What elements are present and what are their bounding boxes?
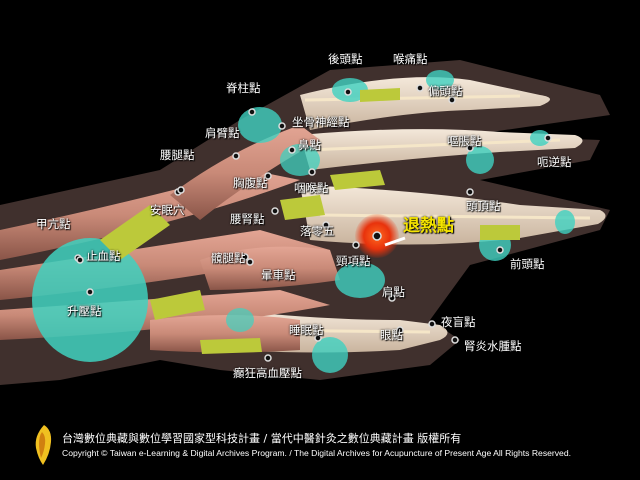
acupoint-label-houtong: 喉痛點 <box>393 52 428 66</box>
tendons <box>100 88 520 354</box>
acupoint-label-qiantou: 前頭點 <box>510 257 545 271</box>
acupoint-label-yan: 眼點 <box>380 328 403 342</box>
footer-copyright-cn: 台灣數位典藏與數位學習國家型科技計畫 / 當代中醫針灸之數位典藏計畫 版權所有 <box>62 432 462 445</box>
acupoint-marker-anxi <box>177 186 185 194</box>
acupoint-label-jiaxian: 甲亢點 <box>36 217 71 231</box>
acupoint-marker-dian <box>264 354 272 362</box>
acupoint-label-oushang: 嘔脹點 <box>447 134 482 148</box>
acupoint-label-shenyan: 腎炎水腫點 <box>464 339 522 353</box>
acupoint-label-eni: 呃逆點 <box>537 155 572 169</box>
acupoint-label-luozhen: 落零五 <box>300 224 335 238</box>
acupoint-marker-luozhen <box>322 221 330 229</box>
acupoint-marker-eni <box>544 134 552 142</box>
acupoint-marker-yemang <box>428 320 436 328</box>
acupoint-label-tuire: 退熱點 <box>403 216 454 236</box>
acupoint-label-jianbi: 肩臂點 <box>205 126 240 140</box>
acupoint-marker-bi <box>288 146 296 154</box>
acupoint-marker-shenyan <box>451 336 459 344</box>
acupoint-label-bi: 鼻點 <box>298 138 321 152</box>
acupoint-label-xuetui: 髖腿點 <box>211 251 246 265</box>
acupoint-label-yunche: 暈車點 <box>261 268 296 282</box>
acupoint-marker-yaoshen <box>271 207 279 215</box>
taiwan-logo-icon <box>35 425 52 465</box>
acupoint-label-yemang: 夜盲點 <box>441 315 476 329</box>
acupoint-marker-jianbi <box>232 152 240 160</box>
acupoint-label-piantou: 偏頭點 <box>428 84 463 98</box>
acupoint-label-zhixue: 止血點 <box>86 249 121 263</box>
acupoint-label-jizhu: 脊柱點 <box>226 81 261 95</box>
acupoint-marker-jingxiang <box>352 241 360 249</box>
acupoint-marker-yunche <box>246 258 254 266</box>
acupoint-marker-tuire <box>372 231 382 241</box>
acupoint-marker-zuogu <box>278 122 286 130</box>
acupoint-marker-oushang <box>466 144 474 152</box>
acupoint-marker-houtou <box>344 88 352 96</box>
acupoint-marker-touding <box>466 188 474 196</box>
acupoint-marker-xiongfu <box>264 172 272 180</box>
acupoint-label-xiongfu: 胸腹點 <box>233 176 268 190</box>
acupoint-label-zuogu: 坐骨神經點 <box>292 115 350 129</box>
acupoint-marker-yanhou <box>308 168 316 176</box>
acupoint-marker-xuetui <box>241 253 249 261</box>
acupoint-marker-jian <box>388 294 396 302</box>
footer-copyright-en: Copyright © Taiwan e-Learning & Digital … <box>62 448 571 458</box>
acupoint-label-yaotui: 腰腿點 <box>160 148 195 162</box>
acupoint-label-dian: 癲狂高血壓點 <box>233 366 302 380</box>
acupoint-marker-piantou <box>448 96 456 104</box>
acupoint-label-jian: 肩點 <box>382 285 405 299</box>
acupoint-marker-jizhu <box>248 108 256 116</box>
acupoint-marker-houtong <box>416 84 424 92</box>
acupoint-label-shengya: 升壓點 <box>67 304 102 318</box>
acupoint-marker-shuimian <box>314 334 322 342</box>
acupoint-label-houtou: 後頭點 <box>328 52 363 66</box>
acupoint-label-shuimian: 睡眠點 <box>289 323 324 337</box>
acupoint-marker-qiantou <box>496 246 504 254</box>
acupoint-label-touding: 頭頂點 <box>466 199 501 213</box>
acupoint-marker-yan <box>396 326 404 334</box>
acupoint-marker-zhixue <box>76 256 84 264</box>
acupoint-label-yanhou: 咽喉點 <box>294 181 329 195</box>
acupoint-label-anxi: 安眠穴 <box>150 203 185 217</box>
point-markers <box>74 84 552 362</box>
acupoint-label-yaoshen: 腰腎點 <box>230 212 265 226</box>
acupoint-marker-shengya <box>86 288 94 296</box>
acupoint-label-jingxiang: 頸項點 <box>336 254 371 268</box>
